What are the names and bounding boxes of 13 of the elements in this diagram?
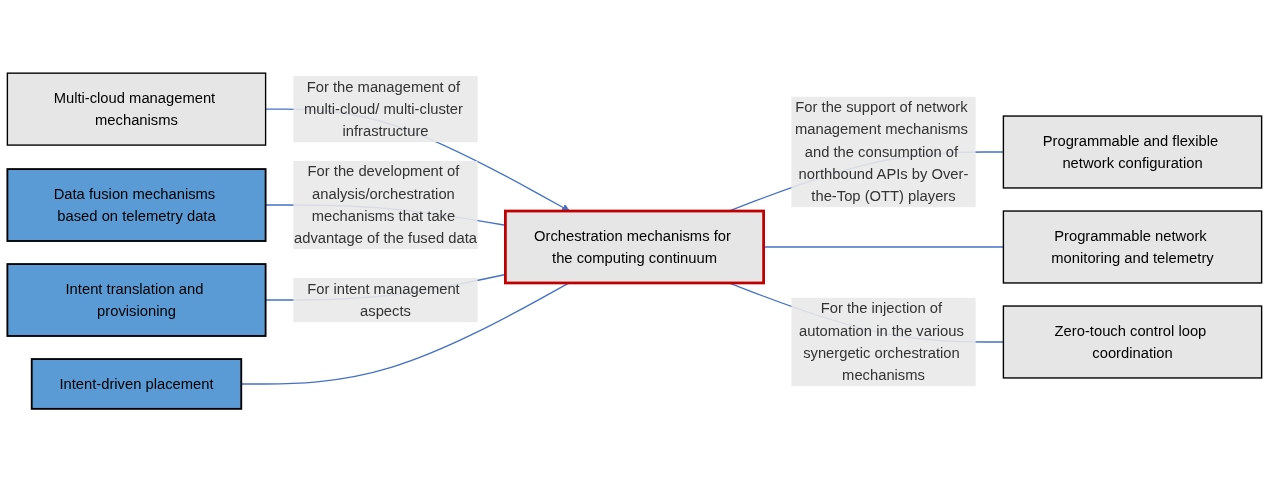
edge-label: For the development of analysis/orchestration mechanisms that take advantage of the fused data (294, 163, 477, 246)
node-box: Programmable network monitoring and telemetry (1002, 210, 1263, 284)
node-box: Zero-touch control loop coordination (1002, 305, 1263, 379)
node-box: Multi-cloud management mechanisms (6, 72, 267, 146)
node-box: Programmable and flexible network configuration (1002, 115, 1263, 189)
node-box: Orchestration mechanisms for the computing continuum (504, 209, 765, 285)
edge-label: For the management of multi-cloud/ multi-cluster infrastructure (303, 78, 463, 139)
edge-label: For the injection of automation in the various synergetic orchestration mechanisms (799, 300, 964, 383)
node-box: Intent translation and provisioning (6, 263, 267, 337)
node-box: Intent-driven placement (30, 358, 243, 410)
node-box: Data fusion mechanisms based on telemetry data (6, 168, 267, 242)
edge-label: For the support of network management mechanisms and the consumption of northbound APIs by Over-the-Top (OTT) players (794, 99, 969, 204)
edge-label: For intent management aspects (307, 280, 460, 319)
